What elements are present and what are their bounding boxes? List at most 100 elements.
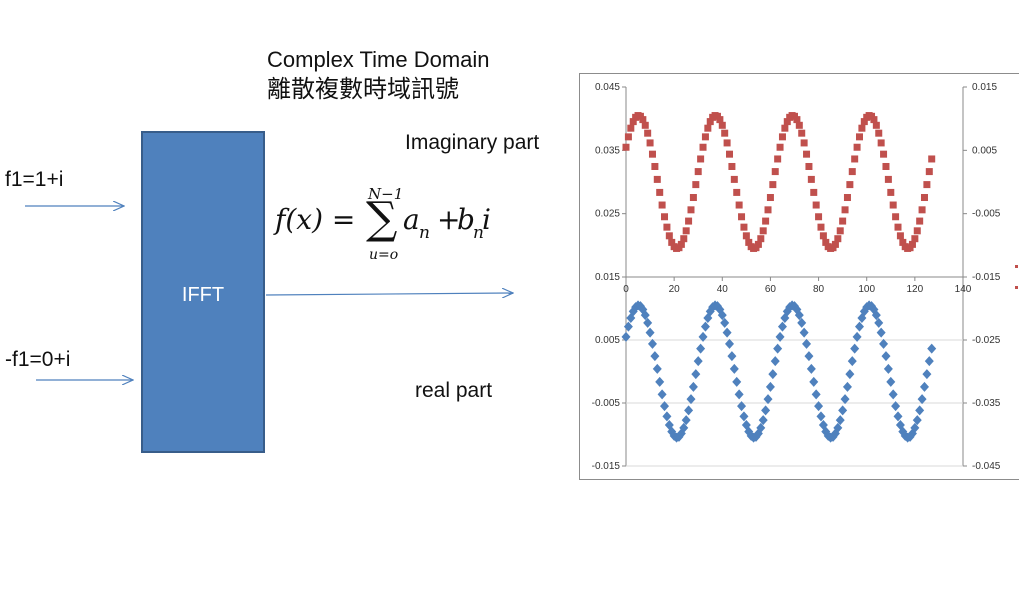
imag-point [834, 235, 842, 243]
imag-point [795, 121, 803, 129]
imag-point [846, 181, 854, 189]
plus-sign: + [437, 203, 461, 236]
real-point [879, 338, 889, 349]
real-point [722, 327, 732, 338]
real-point [741, 420, 751, 431]
imag-point [685, 217, 693, 225]
imag-point [923, 181, 931, 189]
real-point [814, 401, 824, 412]
imag-point [692, 181, 700, 189]
real-point [739, 411, 749, 422]
real-point [770, 356, 780, 367]
imaginary-unit: i [482, 203, 491, 236]
imag-point [745, 238, 753, 246]
real-point [662, 411, 672, 422]
real-point [737, 401, 747, 412]
imag-point [817, 223, 825, 231]
real-point [681, 415, 691, 426]
real-part-label: real part [415, 379, 493, 402]
imag-point [872, 121, 880, 129]
imag-point [677, 240, 685, 248]
imag-point [822, 238, 830, 246]
imag-point [875, 129, 883, 137]
real-point [895, 420, 905, 431]
imag-point [754, 240, 762, 248]
imag-point [882, 162, 890, 170]
imag-point [896, 232, 904, 240]
real-point [696, 343, 706, 354]
imag-point [661, 213, 669, 221]
real-point [756, 422, 766, 433]
sum-lower-limit: u=o [369, 247, 399, 263]
imag-point [894, 223, 902, 231]
real-point [768, 369, 778, 380]
real-point [775, 331, 785, 342]
imag-point [759, 227, 767, 235]
edge-mark [1015, 286, 1018, 289]
real-point [727, 351, 737, 362]
y-tick-label-left-lower: -0.015 [592, 461, 621, 472]
imag-point [730, 175, 738, 183]
imag-point [839, 217, 847, 225]
real-point [912, 415, 922, 426]
real-point [850, 343, 860, 354]
imag-point [843, 194, 851, 202]
imag-point [884, 175, 892, 183]
y-tick-label-left-upper: 0.045 [595, 82, 620, 93]
subscript-b: n [473, 223, 484, 243]
imag-point [627, 124, 635, 132]
imag-point [812, 201, 820, 209]
real-point [922, 369, 932, 380]
real-point [635, 301, 645, 312]
imag-point [665, 232, 673, 240]
imag-point [819, 232, 827, 240]
real-point [650, 351, 660, 362]
sigma-icon: ∑ [366, 193, 398, 244]
real-point [804, 351, 814, 362]
imag-point [740, 223, 748, 231]
real-point [720, 317, 730, 328]
imag-point [733, 188, 741, 196]
title-english: Complex Time Domain [267, 47, 490, 72]
imag-point [858, 124, 866, 132]
real-point [802, 338, 812, 349]
imag-point [706, 118, 714, 126]
real-point [871, 310, 881, 321]
imag-point [680, 235, 688, 243]
term-a: a [403, 203, 420, 236]
x-tick-label: 60 [765, 284, 777, 295]
real-point [688, 381, 698, 392]
imag-point [721, 129, 729, 137]
subscript-a: n [419, 223, 430, 243]
real-point [797, 317, 807, 328]
x-tick-label: 40 [717, 284, 729, 295]
imag-point [735, 201, 743, 209]
x-tick-label: 0 [623, 284, 629, 295]
imag-point [810, 188, 818, 196]
title-chinese: 離散複數時域訊號 [267, 75, 459, 103]
imag-point [658, 201, 666, 209]
imag-point [815, 213, 823, 221]
imag-point [925, 168, 933, 176]
y-tick-label-left-upper: 0.035 [595, 145, 620, 156]
imag-point [641, 121, 649, 129]
imag-point [653, 175, 661, 183]
imag-point [851, 155, 859, 163]
imag-point [663, 223, 671, 231]
imag-point [622, 143, 630, 151]
x-tick-label: 140 [955, 284, 972, 295]
imag-point [918, 206, 926, 214]
formula-lhs: f(x) = [275, 203, 356, 236]
imag-point [889, 201, 897, 209]
real-point [780, 312, 790, 323]
y-tick-label-right-upper: 0.015 [972, 82, 997, 93]
term-b: b [457, 203, 475, 236]
imag-point [836, 227, 844, 235]
input-label-2: -f1=0+i [5, 348, 71, 371]
real-point [684, 405, 694, 416]
y-tick-label-left-upper: 0.025 [595, 209, 620, 220]
imag-point [762, 217, 770, 225]
imag-point [699, 143, 707, 151]
real-point [628, 306, 638, 317]
real-point [818, 420, 828, 431]
